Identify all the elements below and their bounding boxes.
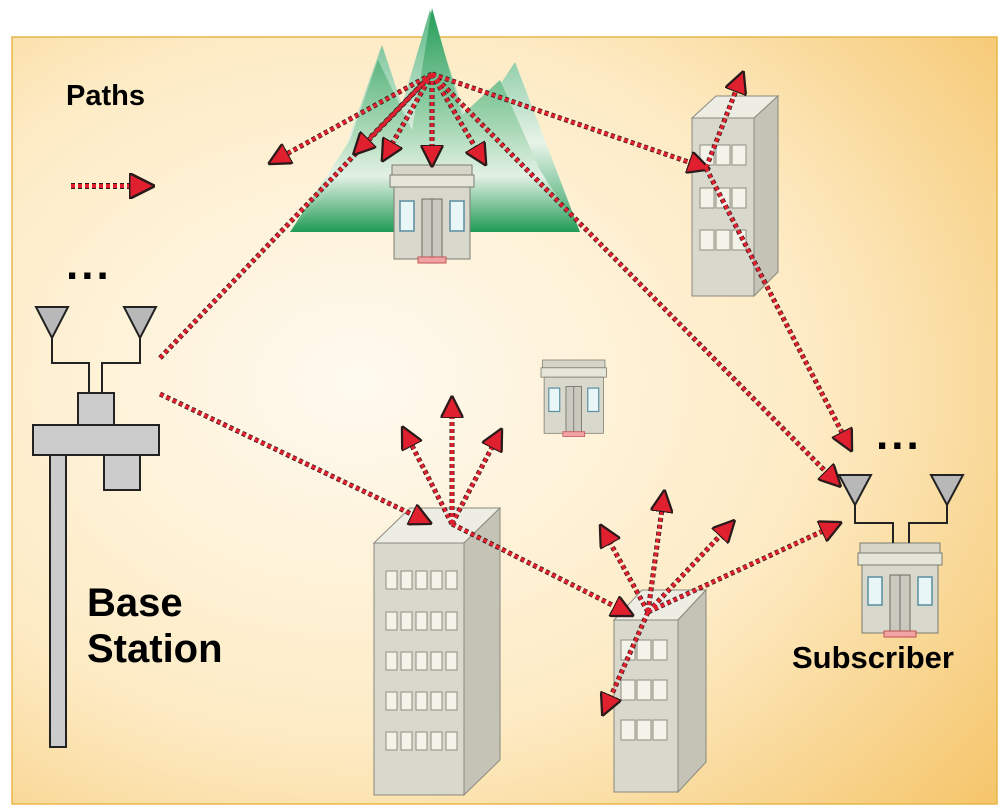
house-icon-center [540, 359, 607, 437]
legend-paths-label: Paths [66, 80, 145, 112]
subscriber-ellipsis-label: ... [876, 410, 922, 459]
building-icon-right [690, 94, 780, 298]
building-icon-center [372, 506, 502, 797]
base-ellipsis-label: ... [66, 240, 112, 289]
antenna-icon-base-right [122, 306, 158, 341]
mountain-icon [290, 8, 580, 232]
antenna-icon-base-left [34, 306, 70, 341]
antenna-icon-sub-left [837, 474, 873, 508]
building-icon-lower [612, 588, 708, 794]
house-icon-subscriber [857, 542, 943, 638]
base-station-tower [32, 306, 160, 748]
base-station-label-line2: Station [87, 627, 223, 671]
subscriber-antennas [837, 474, 965, 543]
base-station-label-line1: Base [87, 581, 183, 625]
base-station-label: Base Station [87, 580, 223, 672]
antenna-icon-sub-right [929, 474, 965, 508]
house-icon-mountain [389, 164, 475, 264]
subscriber-label: Subscriber [792, 640, 954, 675]
